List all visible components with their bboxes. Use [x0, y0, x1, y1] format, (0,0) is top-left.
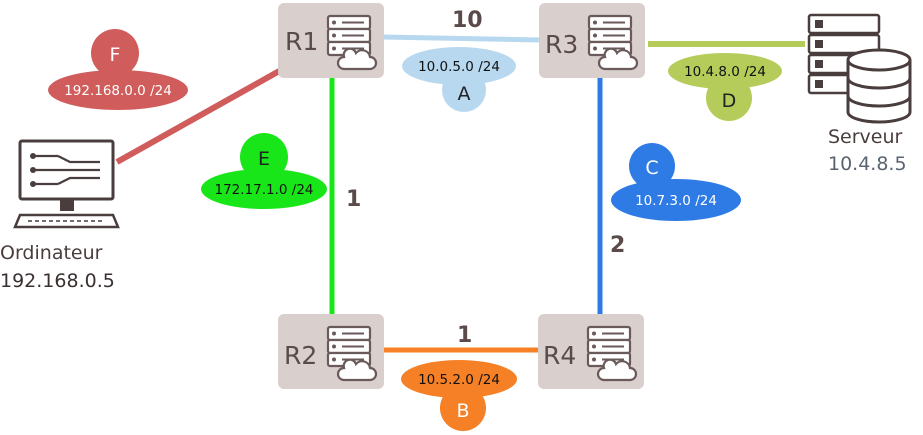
computer-name: Ordinateur: [0, 242, 103, 264]
network-d-address: 10.4.8.0 /24: [684, 64, 766, 80]
network-c: 10.7.3.0 /24 C: [611, 143, 741, 221]
network-f-letter: F: [110, 44, 121, 66]
computer-icon: [13, 139, 120, 229]
link-computer-r1: [115, 62, 292, 165]
network-a: 10.0.5.0 /24 A: [402, 47, 516, 112]
router-r4-label: R4: [543, 341, 576, 370]
metric-r1-r2: 1: [346, 187, 361, 212]
network-e: 172.17.1.0 /24 E: [201, 133, 327, 209]
router-r2-label: R2: [284, 341, 317, 370]
metric-r3-r4: 2: [610, 233, 625, 258]
router-r1: R1: [276, 1, 386, 80]
network-e-letter: E: [258, 148, 270, 170]
network-b-letter: B: [456, 400, 469, 422]
network-b: 10.5.2.0 /24 B: [401, 360, 517, 431]
router-r2: R2: [276, 312, 386, 391]
router-r3: R3: [537, 1, 647, 80]
router-r1-label: R1: [285, 27, 318, 56]
server-icon: [807, 13, 912, 124]
network-d-letter: D: [722, 90, 737, 112]
link-r1-r3: [381, 34, 541, 43]
network-e-address: 172.17.1.0 /24: [214, 182, 313, 198]
metric-r1-r3: 10: [452, 8, 483, 33]
server-name: Serveur: [828, 126, 903, 148]
network-a-letter: A: [458, 83, 471, 105]
router-r4: R4: [536, 312, 646, 391]
server-ip: 10.4.8.5: [828, 153, 907, 175]
computer-ip: 192.168.0.5: [0, 270, 115, 292]
network-a-address: 10.0.5.0 /24: [418, 59, 500, 75]
network-c-address: 10.7.3.0 /24: [635, 193, 717, 209]
computer: Ordinateur 192.168.0.5: [0, 139, 120, 292]
server: Serveur 10.4.8.5: [807, 13, 912, 175]
network-f-address: 192.168.0.0 /24: [64, 83, 172, 99]
metric-r2-r4: 1: [457, 323, 472, 348]
network-b-address: 10.5.2.0 /24: [418, 372, 500, 388]
network-f: 192.168.0.0 /24 F: [48, 29, 188, 110]
network-d: 10.4.8.0 /24 D: [668, 53, 782, 121]
network-c-letter: C: [645, 157, 658, 179]
router-r3-label: R3: [545, 30, 578, 59]
